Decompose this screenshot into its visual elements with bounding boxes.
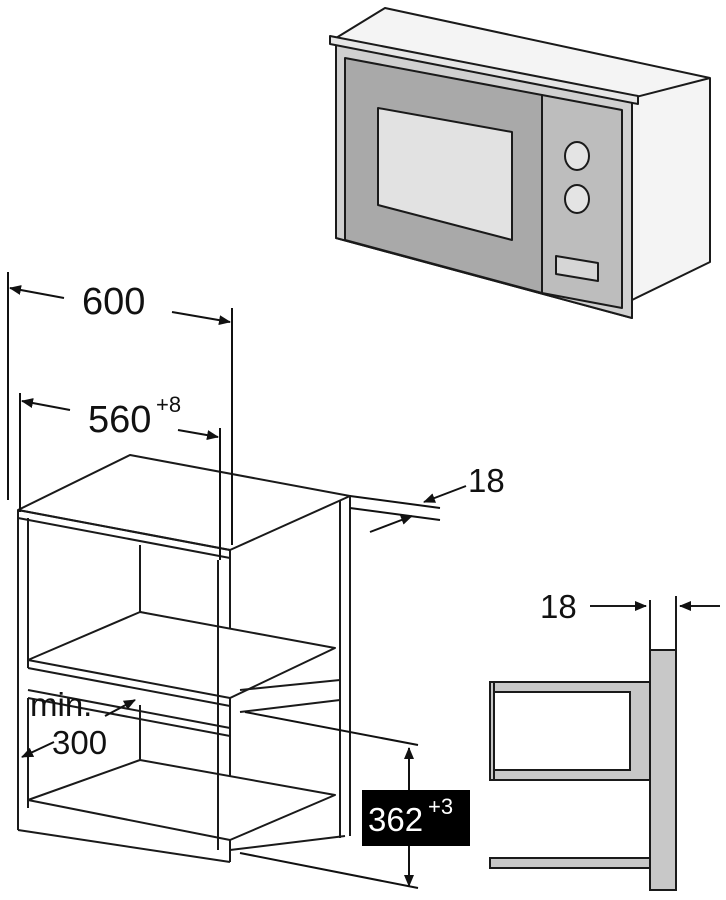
microwave-illustration	[329, 7, 711, 319]
upper-shelf-bracket	[489, 681, 651, 781]
upper-niche-shelf	[27, 611, 336, 699]
dimension-560-tolerance: +8	[156, 392, 181, 417]
dimension-300-arrow-b	[21, 741, 55, 758]
min-label: min.	[30, 686, 92, 723]
dimension-300-arrow-a	[104, 699, 136, 717]
dimension-362-label: 362	[368, 801, 423, 838]
cabinet-base-line	[229, 835, 346, 851]
cabinet-top	[17, 454, 351, 551]
dimension-600-right-arrow	[171, 311, 231, 326]
side-detail	[489, 596, 720, 891]
dimension-18-side-label: 18	[540, 588, 577, 625]
dimension-362-tolerance: +3	[428, 794, 453, 819]
extension-line-18-top-b	[349, 507, 441, 521]
dimension-600-left-arrow	[9, 285, 65, 299]
lower-niche-front-top-2	[27, 697, 231, 737]
dimension-600-label: 600	[82, 281, 145, 323]
side-panel-line	[239, 679, 341, 691]
dimension-18-top-label: 18	[468, 462, 505, 499]
upper-shelf-face	[489, 681, 495, 781]
microwave-mounting-strip	[329, 35, 639, 105]
power-knob	[564, 184, 590, 214]
dimension-18-top-arrow-b	[369, 515, 413, 533]
extension-line-362-top	[244, 711, 419, 746]
cabinet-top-thickness	[17, 517, 231, 559]
dimension-300-label: 300	[52, 724, 107, 761]
microwave-window	[377, 107, 513, 241]
upper-niche-shelf-front	[27, 667, 231, 707]
cabinet-top-front-edge	[17, 509, 231, 551]
dimension-lines	[7, 272, 467, 889]
dimension-18-top-arrow-a	[423, 485, 467, 503]
dimension-560-right-arrow	[177, 429, 219, 441]
timer-knob	[564, 141, 590, 171]
lower-niche-floor	[27, 759, 336, 841]
microwave-display	[555, 255, 599, 282]
side-panel-wall	[649, 649, 677, 891]
cabinet-illustration	[17, 454, 351, 863]
lower-shelf	[489, 857, 651, 869]
dimension-560-left-arrow	[21, 398, 71, 411]
cabinet-front-bottom-edge	[17, 829, 231, 863]
extension-line-362-bottom	[239, 852, 419, 889]
dimension-560-label: 560	[88, 399, 151, 441]
extension-line-18-top-a	[349, 495, 441, 509]
side-panel-line-2	[239, 699, 341, 713]
dimension-362-box	[362, 790, 470, 846]
